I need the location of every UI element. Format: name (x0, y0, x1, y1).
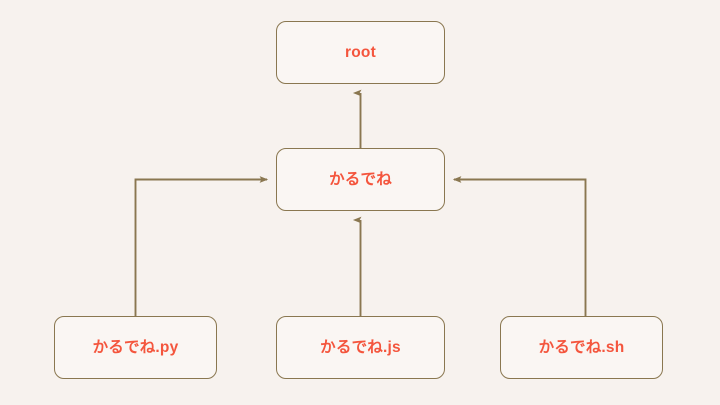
node-karudene-label: かるでね (329, 170, 392, 188)
node-karudene-js[interactable]: かるでね.js (276, 316, 445, 379)
edge-sh-to-mid (452, 176, 587, 316)
node-karudene[interactable]: かるでね (276, 148, 445, 211)
node-karudene-sh-label: かるでね.sh (538, 338, 625, 356)
node-karudene-py-label: かるでね.py (92, 338, 179, 356)
node-root-label: root (345, 43, 376, 61)
node-karudene-js-label: かるでね.js (320, 338, 401, 356)
node-root[interactable]: root (276, 21, 445, 84)
node-karudene-sh[interactable]: かるでね.sh (500, 316, 663, 379)
node-karudene-py[interactable]: かるでね.py (54, 316, 217, 379)
edge-py-to-mid (134, 176, 269, 316)
